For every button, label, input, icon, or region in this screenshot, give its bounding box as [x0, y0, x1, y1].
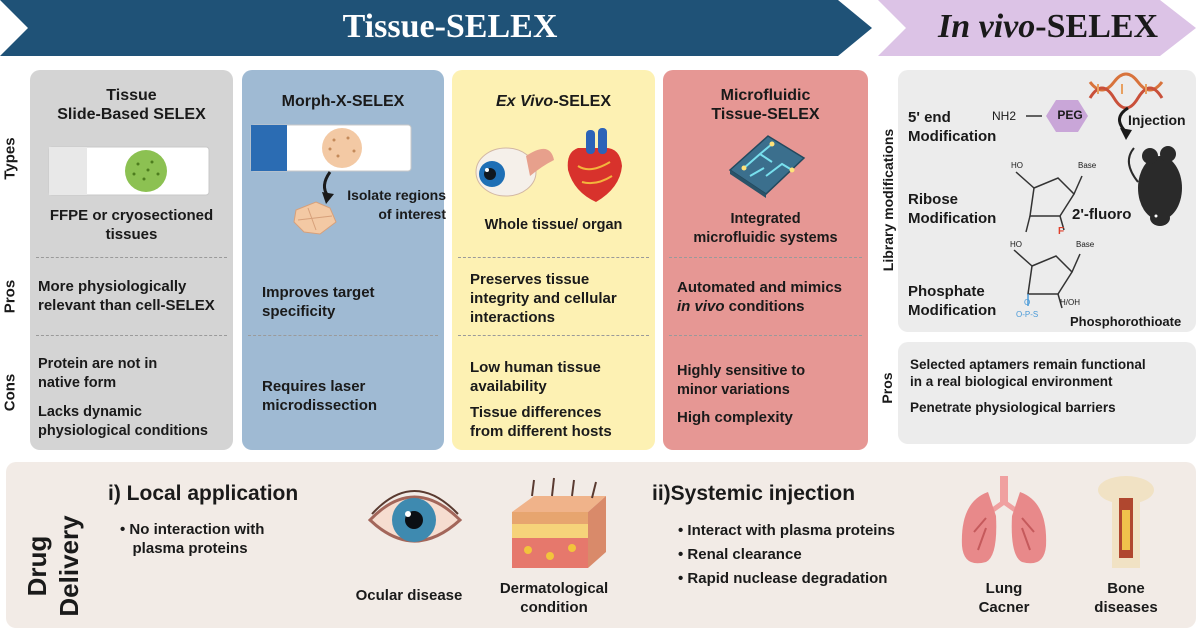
lung-bone-illustration — [961, 476, 1154, 568]
exvivo-selex-caption: Whole tissue/ organ — [484, 217, 623, 233]
tissue-selex-title: Tissue-SELEX — [342, 8, 558, 45]
exvivo-selex-column — [452, 70, 655, 450]
local-application-bullet: • No interaction with plasma proteins — [120, 521, 265, 557]
microfluidic-chip-illustration — [728, 135, 806, 198]
phosphorothioate-label: Phosphorothioate — [1070, 314, 1182, 329]
divider — [458, 335, 649, 336]
eye-skin-illustration — [367, 477, 606, 568]
fluoro-label: 2'-fluoro — [1072, 206, 1132, 223]
systemic-injection-title: ii)Systemic injection — [652, 482, 856, 505]
microfluidic-selex-column — [663, 70, 868, 450]
injection-label: Injection — [1128, 112, 1186, 128]
divider — [36, 257, 227, 258]
ho-label-2: HO — [1010, 240, 1022, 249]
local-application-title: i) Local application — [108, 482, 299, 505]
systemic-bullet: • Renal clearance — [678, 546, 802, 563]
hoh-label: H/OH — [1060, 298, 1080, 307]
invivo-pros-2: Penetrate physiological barriers — [910, 400, 1116, 415]
divider — [248, 335, 438, 336]
invivo-selex-title: In vivo-SELEX — [938, 8, 1159, 45]
systemic-bullet: • Interact with plasma proteins — [678, 522, 895, 539]
invivo-selex-banner — [878, 0, 1196, 56]
base-label: Base — [1078, 161, 1097, 170]
eye-heart-illustration — [475, 128, 622, 202]
divider — [669, 335, 862, 336]
fluoro-f-label: F — [1058, 226, 1065, 237]
tissue-selex-banner — [0, 0, 872, 56]
morph-selex-title: Morph-X-SELEX — [281, 93, 405, 110]
invivo-pros-panel — [898, 342, 1196, 444]
row-label-types: Types — [1, 137, 19, 180]
tissue-slide-illustration — [48, 146, 210, 196]
divider — [669, 257, 862, 258]
systemic-bullet: • Rapid nuclease degradation — [678, 570, 888, 587]
phosphate-o-label: O — [1024, 298, 1031, 307]
nh2-label: NH2 — [992, 109, 1017, 123]
microfluidic-selex-cons-2: High complexity — [677, 409, 793, 426]
row-label-cons: Cons — [1, 373, 19, 412]
header-banners — [0, 0, 1196, 56]
ho-label: HO — [1011, 161, 1023, 170]
row-label-pros-right: Pros — [879, 372, 895, 404]
divider — [36, 335, 227, 336]
exvivo-selex-title: Ex Vivo-SELEX — [495, 93, 611, 110]
systemic-injection-bullets: • Interact with plasma proteins • Renal … — [678, 519, 948, 591]
divider — [458, 257, 649, 258]
morph-illustration — [250, 124, 412, 235]
row-label-library-modifications: Library modifications — [880, 128, 896, 272]
library-modifications-illustration — [1013, 72, 1182, 309]
ocular-disease-label: Ocular disease — [355, 587, 463, 604]
base-label-2: Base — [1076, 240, 1095, 249]
ops-label: O-P-S — [1016, 310, 1039, 319]
slide-selex-column — [30, 70, 233, 450]
row-label-pros: Pros — [1, 279, 19, 314]
peg-label: PEG — [1057, 108, 1083, 122]
